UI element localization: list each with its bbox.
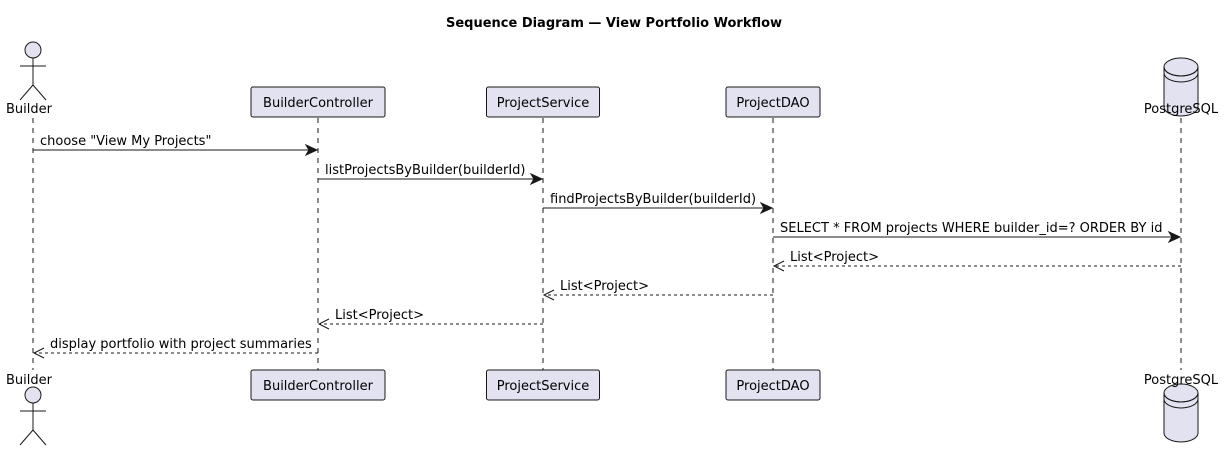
lifelines bbox=[32, 118, 1182, 370]
arrowhead-icon bbox=[32, 347, 45, 359]
participant-box bbox=[725, 86, 821, 118]
message-label: findProjectsByBuilder(builderId) bbox=[550, 192, 756, 207]
participant-box bbox=[250, 86, 386, 118]
participant-dao-bottom: ProjectDAO bbox=[725, 369, 821, 401]
database-db-bottom: PostgreSQL bbox=[1144, 373, 1219, 443]
actor-icon bbox=[19, 41, 47, 101]
participant-controller-top: BuilderController bbox=[250, 86, 386, 118]
participant-label: PostgreSQL bbox=[1144, 373, 1219, 388]
arrowhead-icon bbox=[317, 318, 330, 330]
participant-service-top: ProjectService bbox=[486, 86, 600, 118]
actor-builder-bottom: Builder bbox=[6, 373, 53, 446]
message-label: listProjectsByBuilder(builderId) bbox=[325, 163, 525, 178]
message-label: List<Project> bbox=[560, 279, 649, 294]
arrowhead-icon bbox=[759, 201, 774, 215]
participant-label: Builder bbox=[6, 102, 53, 117]
participant-label: ProjectDAO bbox=[736, 379, 809, 394]
message-7: List<Project> bbox=[317, 308, 543, 330]
message-label: List<Project> bbox=[335, 308, 424, 323]
participant-service-bottom: ProjectService bbox=[486, 369, 600, 401]
participant-label: PostgreSQL bbox=[1144, 102, 1219, 117]
message-2: listProjectsByBuilder(builderId) bbox=[318, 163, 544, 186]
database-icon bbox=[1163, 383, 1199, 443]
arrowhead-icon bbox=[542, 289, 555, 301]
participant-controller-bottom: BuilderController bbox=[250, 369, 386, 401]
database-icon bbox=[1163, 57, 1199, 117]
participant-label: Builder bbox=[6, 373, 53, 388]
arrowhead-icon bbox=[1167, 230, 1182, 244]
participant-label: BuilderController bbox=[263, 379, 374, 394]
participant-box bbox=[725, 369, 821, 401]
participant-label: ProjectService bbox=[497, 379, 590, 394]
message-label: SELECT * FROM projects WHERE builder_id=… bbox=[780, 221, 1162, 236]
participant-label: ProjectService bbox=[497, 96, 590, 111]
message-label: display portfolio with project summaries bbox=[50, 337, 312, 352]
message-4: SELECT * FROM projects WHERE builder_id=… bbox=[773, 221, 1182, 244]
actor-builder-top: Builder bbox=[6, 41, 53, 117]
diagram-title: Sequence Diagram — View Portfolio Workfl… bbox=[446, 16, 782, 31]
participant-dao-top: ProjectDAO bbox=[725, 86, 821, 118]
messages: choose "View My Projects" listProjectsByB… bbox=[32, 134, 1182, 359]
participant-box bbox=[250, 369, 386, 401]
participant-box bbox=[486, 369, 600, 401]
participant-label: ProjectDAO bbox=[736, 96, 809, 111]
message-3: findProjectsByBuilder(builderId) bbox=[543, 192, 774, 215]
participants: BuilderBuilderBuilderControllerBuilderCo… bbox=[6, 41, 1219, 446]
message-5: List<Project> bbox=[772, 250, 1181, 272]
arrowhead-icon bbox=[304, 143, 319, 157]
participant-label: BuilderController bbox=[263, 96, 374, 111]
message-8: display portfolio with project summaries bbox=[32, 337, 318, 359]
arrowhead-icon bbox=[772, 260, 785, 272]
message-label: List<Project> bbox=[790, 250, 879, 265]
arrowhead-icon bbox=[529, 172, 544, 186]
participant-box bbox=[486, 86, 600, 118]
message-6: List<Project> bbox=[542, 279, 773, 301]
actor-icon bbox=[19, 386, 47, 446]
message-1: choose "View My Projects" bbox=[33, 134, 319, 157]
message-label: choose "View My Projects" bbox=[40, 134, 211, 149]
database-db-top: PostgreSQL bbox=[1144, 57, 1219, 117]
